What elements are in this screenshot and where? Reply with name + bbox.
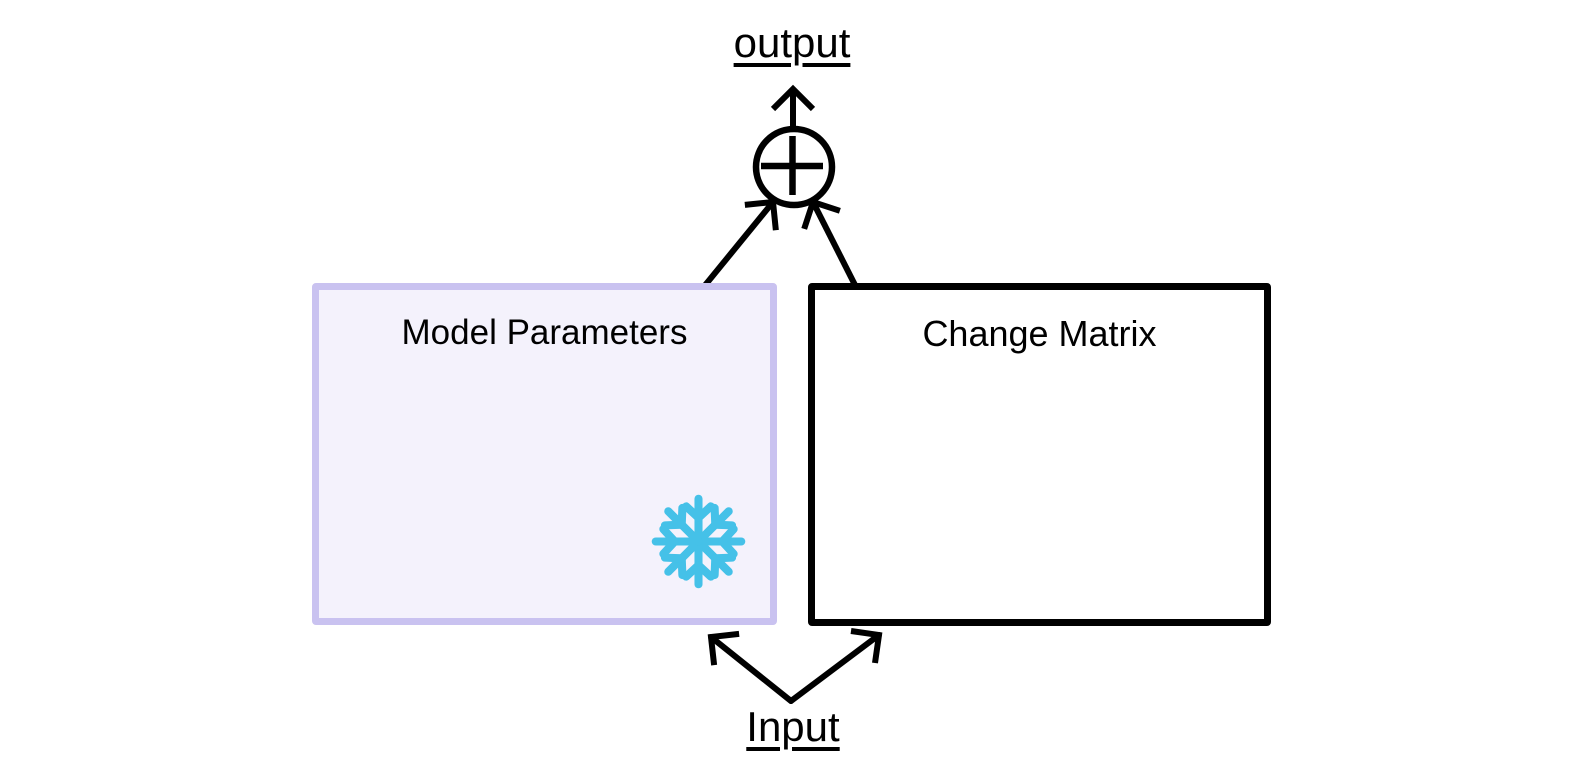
- change-to-add-arrow: [801, 198, 859, 289]
- model-parameters-label: Model Parameters: [401, 313, 688, 352]
- frozen-to-add-arrow: [699, 198, 779, 291]
- output-label: output: [733, 19, 851, 66]
- input-to-frozen-arrow: [707, 630, 794, 704]
- model-parameters-box: Model Parameters: [312, 283, 777, 625]
- input-to-change-arrow: [788, 628, 883, 704]
- add-node-circle: [752, 125, 836, 209]
- plus-icon: [761, 136, 823, 195]
- input-label: Input: [746, 703, 840, 750]
- change-matrix-label: Change Matrix: [922, 313, 1157, 354]
- snowflake-icon: [651, 494, 746, 589]
- change-matrix-box: Change Matrix: [808, 283, 1271, 626]
